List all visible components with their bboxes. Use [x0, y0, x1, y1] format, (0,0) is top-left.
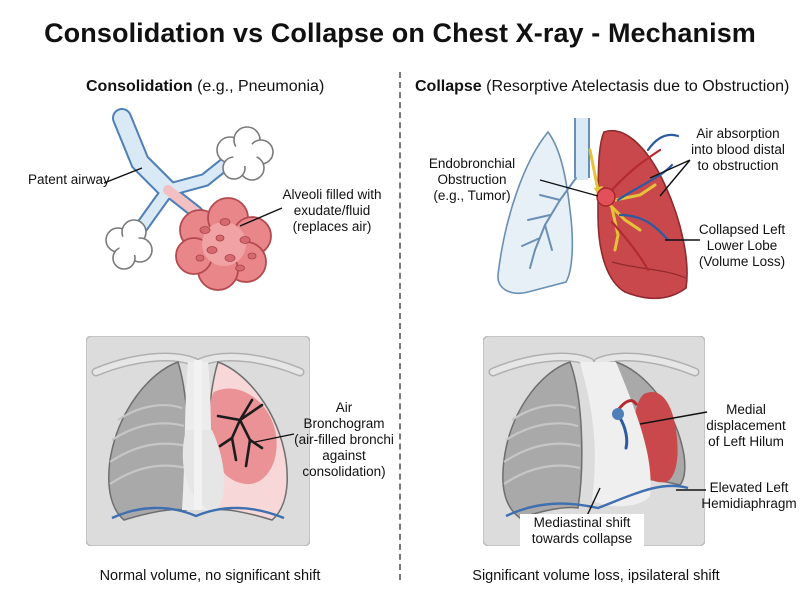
medial-displacement-leader — [639, 411, 708, 425]
alveoli-line-2: exudate/fluid — [293, 203, 371, 218]
alveoli-line-3: (replaces air) — [292, 219, 372, 234]
consolidation-patch — [210, 388, 277, 485]
right-lung — [497, 130, 574, 294]
trachea-lumen — [576, 118, 588, 180]
elevated-diaphragm-label: Elevated Left Hemidiaphragm — [700, 480, 798, 512]
hilum-node — [612, 408, 624, 420]
right-bronchial-tree — [521, 177, 577, 269]
alveoli-label: Alveoli filled with exudate/fluid (repla… — [276, 187, 388, 235]
medial-displacement-line-3: of Left Hilum — [708, 434, 784, 449]
panel-divider — [399, 72, 401, 580]
mediastinal-shift-line-1: Mediastinal shift — [533, 515, 631, 530]
air-bronchogram-line-3: (air-filled bronchi — [294, 432, 394, 447]
displaced-hilum — [616, 399, 638, 450]
patent-airway-label: Patent airway — [28, 172, 110, 188]
patent-airway-text: Patent airway — [28, 172, 110, 187]
patent-airway-leader — [103, 167, 143, 184]
elevated-diaphragm-line-2: Hemidiaphragm — [701, 496, 797, 511]
pulmonary-vessels — [610, 133, 680, 272]
collapse-caption: Significant volume loss, ipsilateral shi… — [472, 568, 720, 584]
air-bronchogram-leader — [254, 433, 295, 443]
normal-alveoli-upper — [216, 126, 274, 181]
collapse-heading-rest: (Resorptive Atelectasis due to Obstructi… — [481, 78, 790, 95]
air-bronchogram-label: Air Bronchogram (air-filled bronchi agai… — [290, 400, 398, 480]
obstruction-leader — [539, 179, 599, 197]
obstruction-line-1: Endobronchial — [428, 156, 516, 171]
collapse-cxr — [483, 336, 705, 546]
air-absorption-leader — [649, 159, 691, 197]
obstruction-line-2: Obstruction — [437, 172, 507, 187]
air-absorption-label: Air absorption into blood distal to obst… — [680, 126, 796, 174]
consolidation-cxr — [86, 336, 310, 546]
collapse-heading-bold: Collapse — [415, 78, 482, 95]
collapse-lung-diagram — [497, 118, 700, 300]
consolidation-caption: Normal volume, no significant shift — [99, 568, 321, 584]
collapsed-lobe-line-2: Lower Lobe — [706, 238, 778, 253]
collapsed-lobe-line-1: Collapsed Left — [698, 222, 786, 237]
consolidation-airway-diagram — [103, 108, 283, 291]
air-bronchogram-line-4: against — [322, 448, 366, 463]
medial-displacement-line-2: displacement — [706, 418, 786, 433]
air-absorption-line-1: Air absorption — [696, 126, 780, 141]
collapsed-lobe-label: Collapsed Left Lower Lobe (Volume Loss) — [690, 222, 794, 270]
air-flow-arrows — [588, 148, 657, 252]
alveoli-line-1: Alveoli filled with — [282, 187, 382, 202]
obstruction-label: Endobronchial Obstruction (e.g., Tumor) — [420, 156, 524, 204]
alveoli-leader — [239, 207, 283, 227]
air-absorption-line-3: to obstruction — [697, 158, 779, 173]
air-bronchogram-line-2: Bronchogram — [303, 416, 385, 431]
collapse-heading: Collapse (Resorptive Atelectasis due to … — [415, 78, 789, 96]
medial-displacement-line-1: Medial — [726, 402, 766, 417]
trachea — [574, 118, 590, 178]
air-bronchogram-line-5: consolidation) — [302, 464, 386, 479]
mediastinal-shift-line-2: towards collapse — [531, 531, 633, 546]
air-bronchogram-line-1: Air — [335, 400, 353, 415]
collapsed-lobe-line-3: (Volume Loss) — [698, 254, 786, 269]
exudate-cells — [195, 218, 257, 272]
air-absorption-line-2: into blood distal — [691, 142, 785, 157]
medial-displacement-label: Medial displacement of Left Hilum — [696, 402, 796, 450]
mediastinal-shift-label: Mediastinal shift towards collapse — [520, 514, 644, 548]
consolidation-heading-rest: (e.g., Pneumonia) — [192, 78, 325, 95]
lobe-fissure — [611, 261, 687, 279]
endobronchial-tumor — [596, 187, 616, 207]
consolidated-alveoli — [175, 197, 272, 291]
normal-alveoli-lower-left — [105, 219, 153, 270]
obstruction-line-3: (e.g., Tumor) — [433, 188, 511, 203]
consolidation-heading: Consolidation (e.g., Pneumonia) — [86, 78, 324, 96]
elevated-diaphragm-line-1: Elevated Left — [709, 480, 789, 495]
page-title: Consolidation vs Collapse on Chest X-ray… — [44, 18, 756, 48]
air-bronchogram — [216, 398, 264, 468]
collapsed-left-lung — [597, 129, 688, 300]
consolidation-heading-bold: Consolidation — [86, 78, 193, 95]
